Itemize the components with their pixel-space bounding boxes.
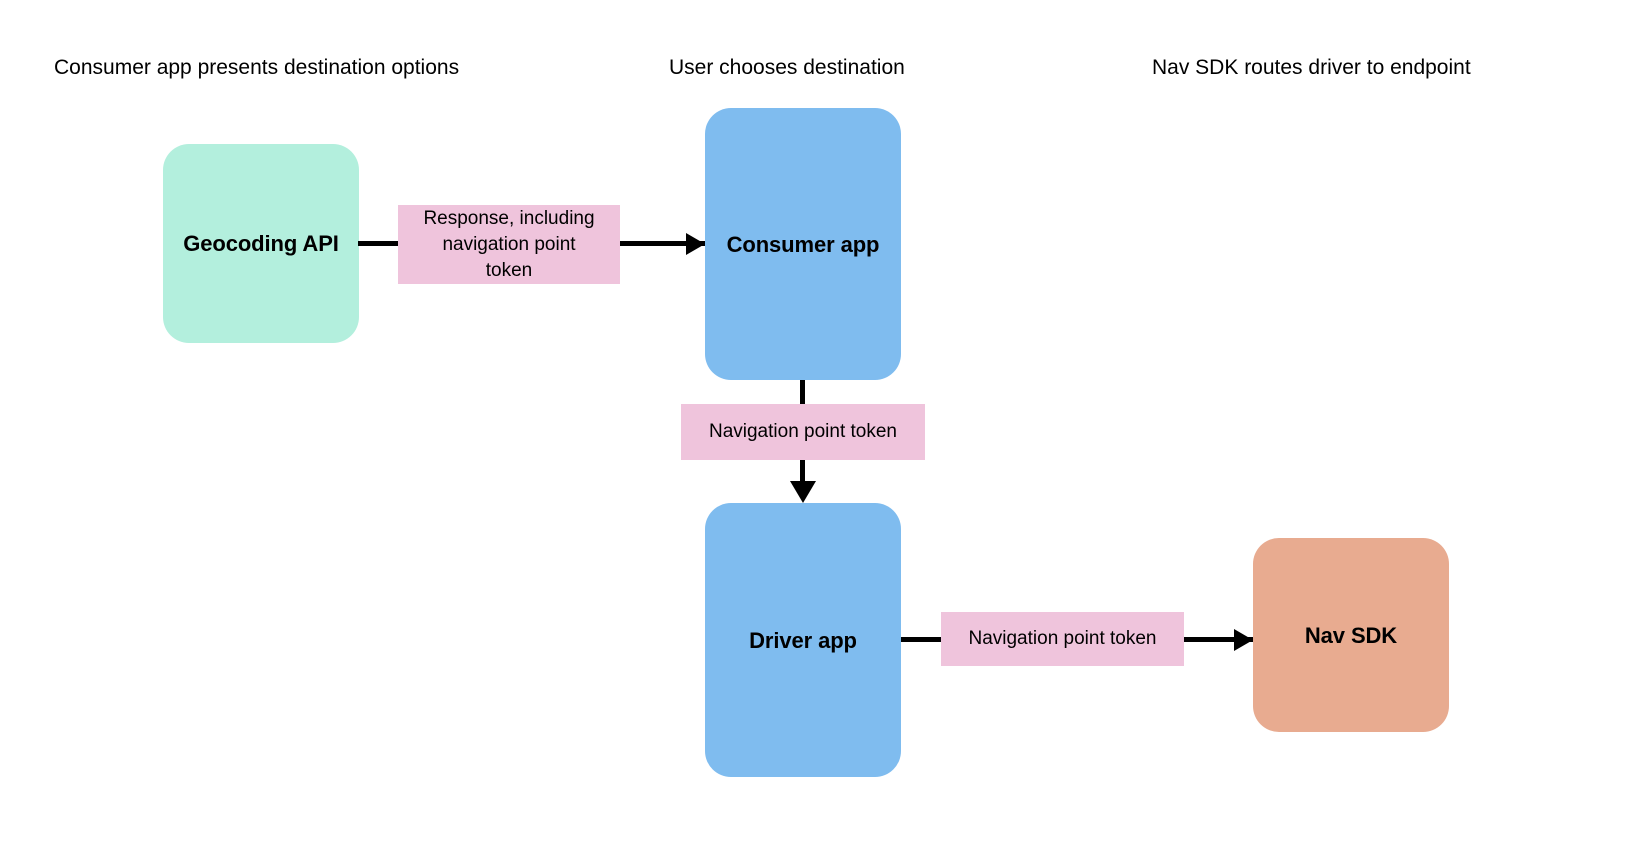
node-nav-sdk-label: Nav SDK (1304, 622, 1398, 648)
node-driver-app[interactable]: Driver app (705, 503, 901, 777)
column-header-consumer-app-presents: Consumer app presents destination option… (54, 56, 460, 79)
node-consumer-app-label: Consumer app (726, 231, 880, 257)
column-header-user-chooses-destination: User chooses destination (669, 56, 905, 79)
node-consumer-app[interactable]: Consumer app (705, 108, 901, 380)
edge-label-navigation-point-token-vertical-text: Navigation point token (708, 421, 897, 442)
column-header-nav-sdk-routes-driver: Nav SDK routes driver to endpoint (1152, 56, 1471, 79)
arrowhead-geocoding-to-consumer (686, 233, 705, 255)
node-nav-sdk[interactable]: Nav SDK (1253, 538, 1449, 732)
edge-label-navigation-point-token-horizontal: Navigation point token (941, 612, 1184, 666)
node-geocoding-api[interactable]: Geocoding API (163, 144, 359, 343)
edge-label-navigation-point-token-vertical: Navigation point token (681, 404, 925, 460)
arrowhead-consumer-to-driver (790, 481, 816, 503)
node-geocoding-api-label: Geocoding API (183, 231, 339, 256)
edge-label-navigation-point-token-horizontal-text: Navigation point token (968, 628, 1157, 649)
arrowhead-driver-to-navsdk (1234, 629, 1253, 651)
node-driver-app-label: Driver app (749, 627, 857, 653)
